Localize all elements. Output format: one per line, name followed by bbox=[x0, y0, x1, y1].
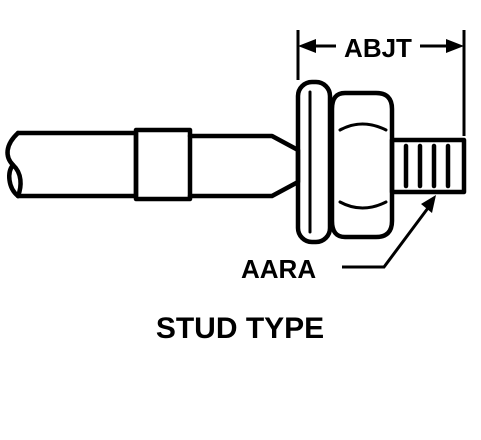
hex-nut bbox=[329, 90, 395, 240]
callout-leader bbox=[342, 207, 430, 269]
collar bbox=[133, 127, 193, 202]
diagram-caption: STUD TYPE bbox=[156, 312, 324, 345]
dimension-abjt bbox=[296, 30, 466, 136]
callout-arrowhead bbox=[421, 195, 436, 213]
threaded-stud bbox=[389, 137, 467, 195]
dimension-arrowheads bbox=[298, 39, 464, 53]
dimension-label: ABJT bbox=[344, 33, 412, 63]
hose-body bbox=[5, 130, 139, 199]
tapered-nipple bbox=[187, 133, 301, 199]
seal-washer bbox=[295, 79, 333, 245]
callout-label: AARA bbox=[241, 254, 316, 284]
